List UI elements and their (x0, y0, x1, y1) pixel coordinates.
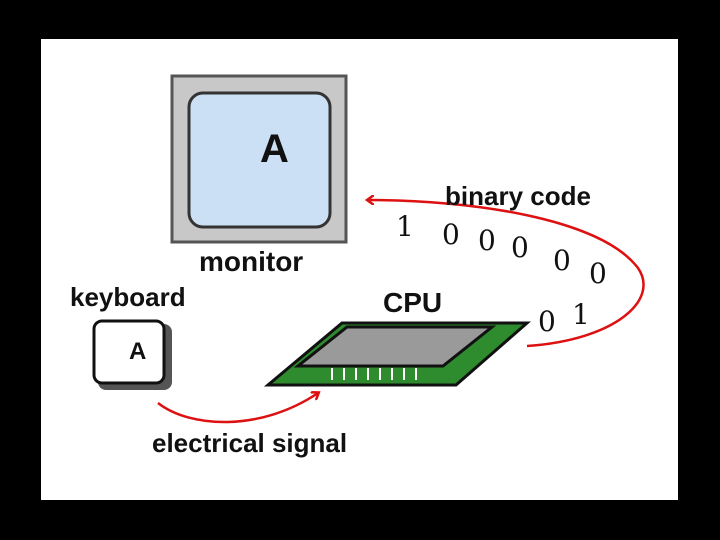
binary-digit: 0 (553, 244, 571, 277)
binary-digit: 1 (572, 298, 590, 331)
cpu-label: CPU (383, 287, 442, 318)
processor-die (293, 325, 497, 368)
monitor-screen-letter: A (260, 127, 289, 171)
binary-digits: 1 0 0 0 0 0 0 1 (396, 210, 607, 338)
binary-code-label: binary code (445, 181, 591, 211)
chip-pins (331, 368, 417, 380)
electrical-signal-label: electrical signal (152, 428, 347, 458)
key-letter: A (129, 338, 146, 365)
binary-digit: 0 (538, 305, 556, 338)
cpu-chip (263, 321, 531, 387)
binary-digit: 0 (511, 231, 529, 264)
binary-digit: 1 (396, 210, 414, 243)
keyboard-key: A (92, 319, 172, 390)
monitor: A (170, 74, 348, 244)
monitor-label: monitor (199, 246, 303, 277)
binary-code-arrow (368, 200, 645, 348)
diagram-panel (41, 39, 678, 500)
binary-digit: 0 (478, 224, 496, 257)
binary-digit: 0 (589, 257, 607, 290)
electrical-signal-arrow (157, 393, 318, 424)
binary-digit: 0 (442, 218, 460, 251)
monitor-screen (187, 91, 332, 229)
keyboard-label: keyboard (70, 282, 186, 312)
key-cap (92, 319, 166, 385)
